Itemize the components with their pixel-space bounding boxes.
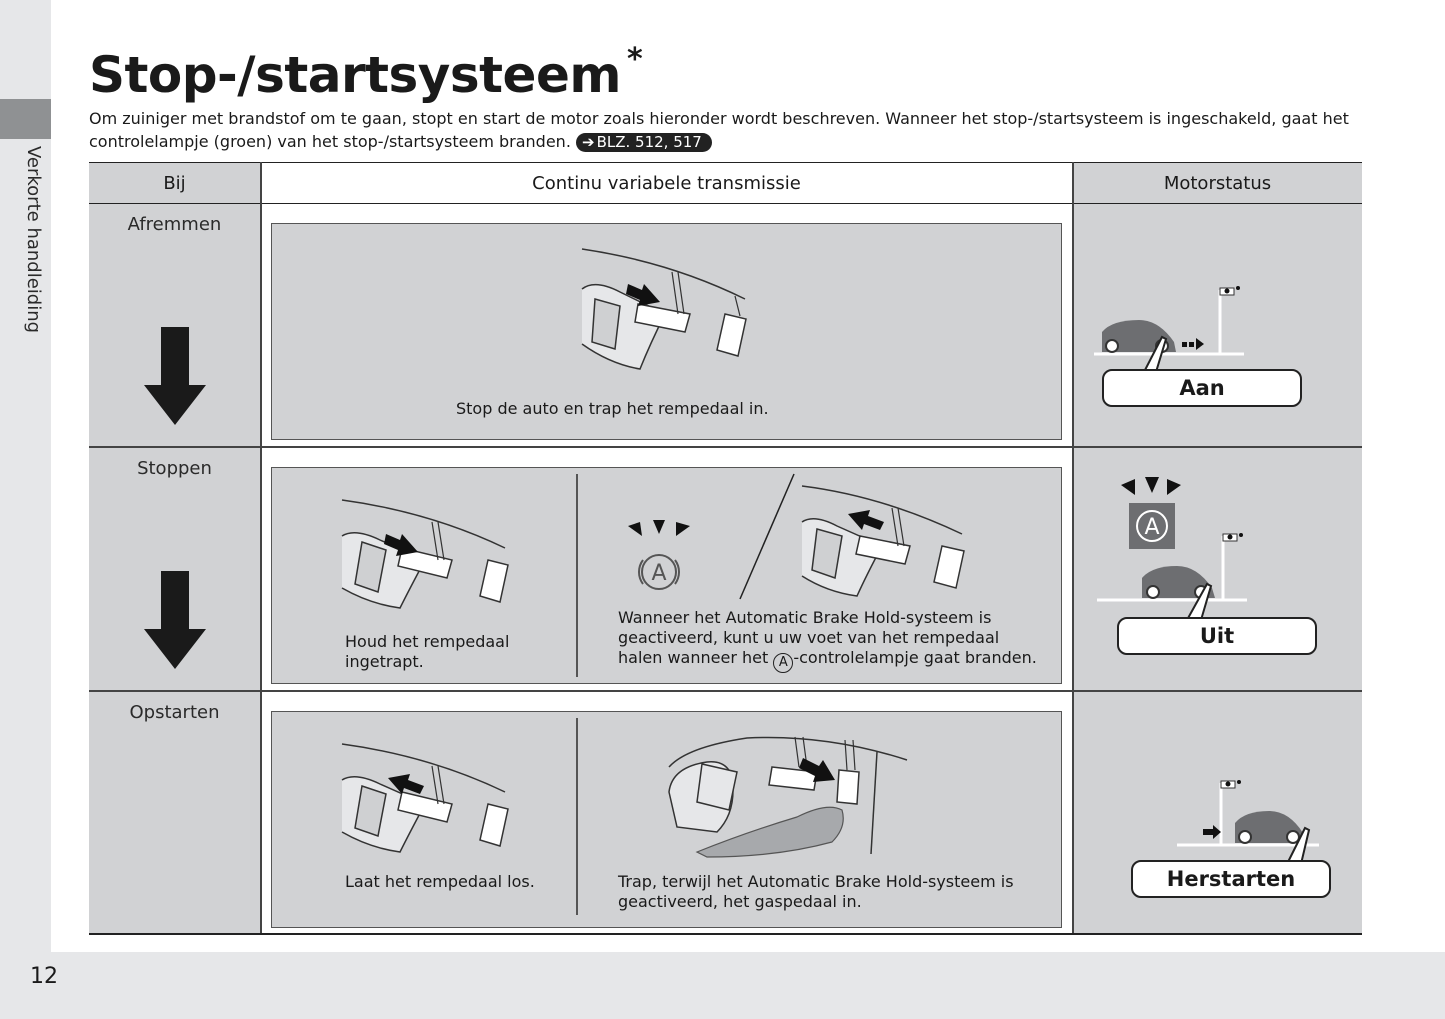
panel-divider — [576, 718, 578, 915]
row-label-stoppen: Stoppen — [137, 458, 212, 479]
brake-pedal-illustration — [581, 248, 747, 370]
caption-stoppen-left: Houd het rempedaal ingetrapt. — [345, 632, 510, 671]
divider — [89, 933, 1362, 935]
brake-hold-indicator-icon: A — [1121, 477, 1181, 549]
car-stopped-illustration — [1097, 533, 1247, 602]
accelerator-pedal-illustration — [668, 736, 908, 858]
column-bij-bg — [89, 162, 260, 935]
footer-strip — [0, 952, 1445, 1019]
page-reference-link[interactable]: ➔BLZ. 512, 517 — [576, 133, 712, 152]
brake-pedal-release-illustration — [739, 473, 965, 600]
panel-opstarten: Laat het rempedaal los. Trap, terwijl he… — [271, 711, 1062, 928]
column-engine-bg — [1073, 162, 1362, 935]
header-transmission: Continu variabele transmissie — [260, 162, 1073, 204]
divider — [1072, 162, 1074, 935]
brake-pedal-held-illustration — [341, 499, 509, 609]
engine-status-herstarten: Herstarten — [1131, 860, 1331, 898]
intro-text: Om zuiniger met brandstof om te gaan, st… — [89, 109, 1349, 151]
caption-opstarten-right: Trap, terwijl het Automatic Brake Hold-s… — [618, 872, 1014, 911]
panel-afremmen: Stop de auto en trap het rempedaal in. — [271, 223, 1062, 440]
engine-status-uit: Uit — [1117, 617, 1317, 655]
page-title: Stop-/startsysteem* — [89, 42, 643, 104]
caption-afremmen: Stop de auto en trap het rempedaal in. — [456, 399, 769, 418]
callout-pointer — [1142, 335, 1168, 373]
divider — [89, 446, 1362, 448]
caption-stoppen-right: Wanneer het Automatic Brake Hold-systeem… — [618, 608, 1048, 673]
panel-stoppen: Houd het rempedaal ingetrapt. A Wanneer … — [271, 467, 1062, 684]
sidebar-section-label[interactable]: Verkorte handleiding — [23, 146, 44, 334]
sidebar-tab-marker — [0, 99, 51, 139]
down-arrow-icon — [144, 571, 206, 669]
row-label-opstarten: Opstarten — [129, 702, 220, 723]
svg-text:A: A — [1144, 515, 1159, 540]
sidebar-strip — [0, 0, 51, 1019]
intro-paragraph: Om zuiniger met brandstof om te gaan, st… — [89, 107, 1359, 153]
stop-start-table: Bij Continu variabele transmissie Motors… — [89, 162, 1362, 935]
divider — [260, 162, 262, 935]
page-number: 12 — [30, 964, 58, 989]
row-label-afremmen: Afremmen — [127, 214, 222, 235]
header-engine-status: Motorstatus — [1073, 162, 1362, 204]
callout-pointer — [1185, 582, 1213, 621]
engine-status-aan: Aan — [1102, 369, 1302, 407]
divider — [89, 690, 1362, 692]
title-asterisk: * — [626, 42, 643, 77]
header-bij: Bij — [89, 162, 260, 204]
caption-opstarten-left: Laat het rempedaal los. — [345, 872, 535, 891]
svg-text:A: A — [651, 561, 666, 586]
link-arrow-icon: ➔ — [582, 133, 595, 151]
car-approach-illustration — [1094, 286, 1244, 356]
panel-divider — [576, 474, 578, 677]
brake-hold-indicator-icon: A — [773, 653, 794, 673]
brake-pedal-release-illustration — [341, 743, 509, 853]
car-restart-illustration — [1177, 780, 1319, 847]
brake-hold-indicator-icon: A — [628, 520, 690, 590]
down-arrow-icon — [144, 327, 206, 425]
